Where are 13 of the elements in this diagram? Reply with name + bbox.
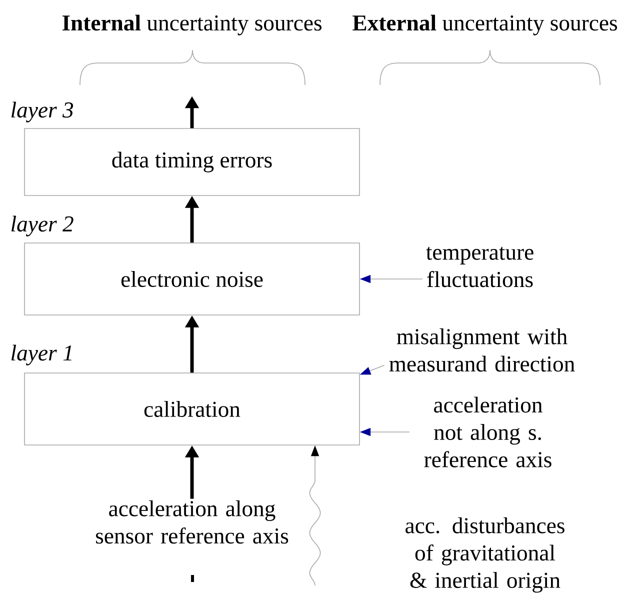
source-text: acceleration along sensor reference axis — [96, 500, 288, 544]
layer-label: layer 2 — [11, 216, 74, 236]
source-text: misalignment with measurand direction — [389, 328, 575, 372]
process-box: calibration — [24, 372, 360, 446]
process-box: data timing errors — [24, 128, 360, 196]
note-text: acc. disturbances of gravitational & inertial origin — [406, 517, 564, 593]
heading: External uncertainty sources — [352, 14, 618, 36]
heading: Internal uncertainty sources — [62, 14, 322, 36]
source-text: acceleration not along s. reference axis — [424, 396, 552, 468]
process-box: electronic noise — [24, 242, 360, 316]
layer-label: layer 1 — [11, 344, 72, 366]
layer-label: layer 3 — [11, 102, 74, 122]
source-text: temperature fluctuations — [426, 246, 534, 288]
